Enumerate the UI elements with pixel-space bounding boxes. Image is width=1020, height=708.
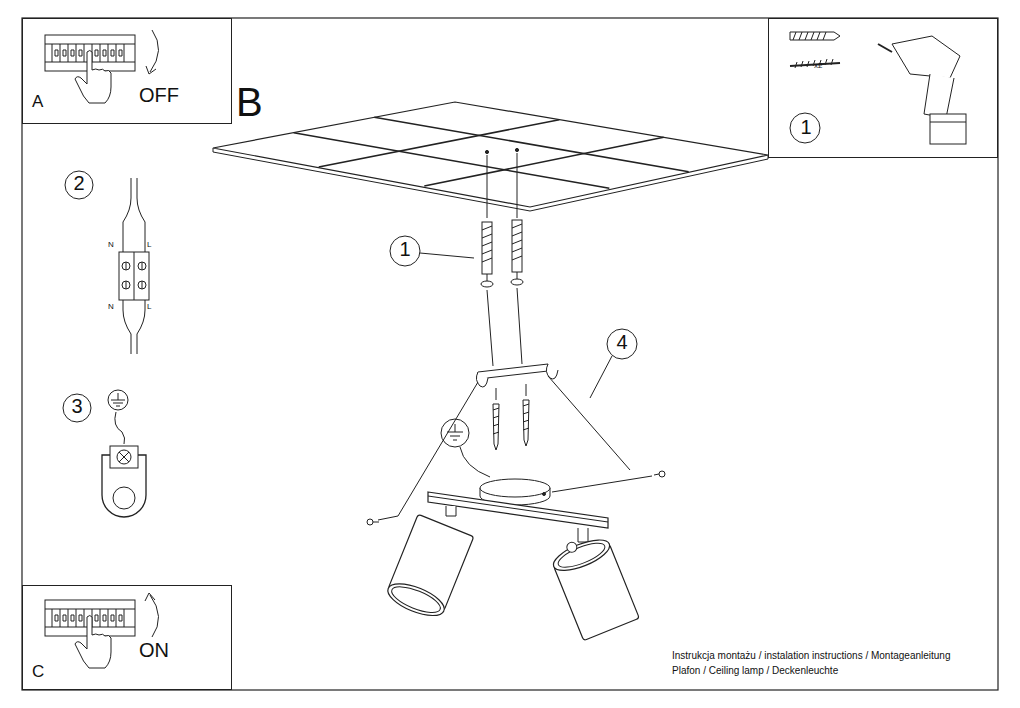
document-title: Instrukcja montażu / instalation instruc… [672, 651, 951, 661]
document-subtitle: Plafon / Ceiling lamp / Deckenleuchte [672, 666, 838, 676]
callout-number: 1 [393, 239, 417, 259]
step-letter: C [32, 663, 44, 680]
callout-number: 2 [67, 173, 91, 193]
callout-number: 3 [65, 396, 89, 416]
step-panel: A OFF [22, 18, 232, 124]
quantity-label: x2 [814, 62, 822, 70]
callout-number: 1 [794, 117, 818, 137]
step-letter: A [32, 93, 43, 110]
tools-panel: 1 x2 [768, 18, 998, 158]
wire-label: N [108, 303, 114, 311]
wire-label: L [147, 303, 151, 311]
callout-number: 4 [610, 332, 634, 352]
step-panel: C ON [22, 585, 232, 690]
switch-state: OFF [139, 85, 179, 105]
step-letter: B [236, 82, 263, 122]
switch-state: ON [139, 640, 169, 660]
wire-label: L [147, 241, 151, 249]
wire-label: N [108, 241, 114, 249]
